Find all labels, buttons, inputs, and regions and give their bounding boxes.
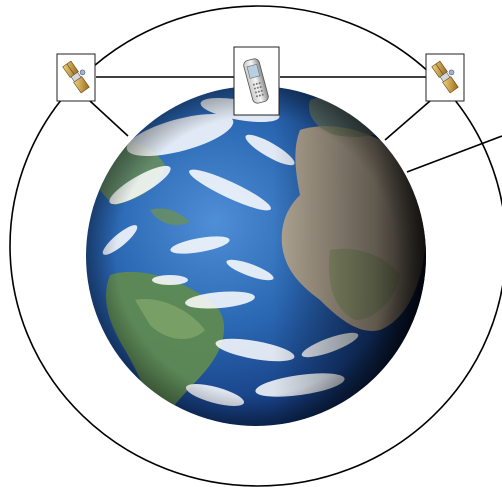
link-satellite-left-to-earth — [90, 101, 128, 136]
mobile-phone-node — [234, 47, 279, 115]
satellite-right-node — [426, 54, 464, 101]
earth-globe — [86, 86, 426, 426]
satellite-left-node — [57, 54, 95, 101]
link-satellite-right-to-earth — [385, 101, 430, 140]
